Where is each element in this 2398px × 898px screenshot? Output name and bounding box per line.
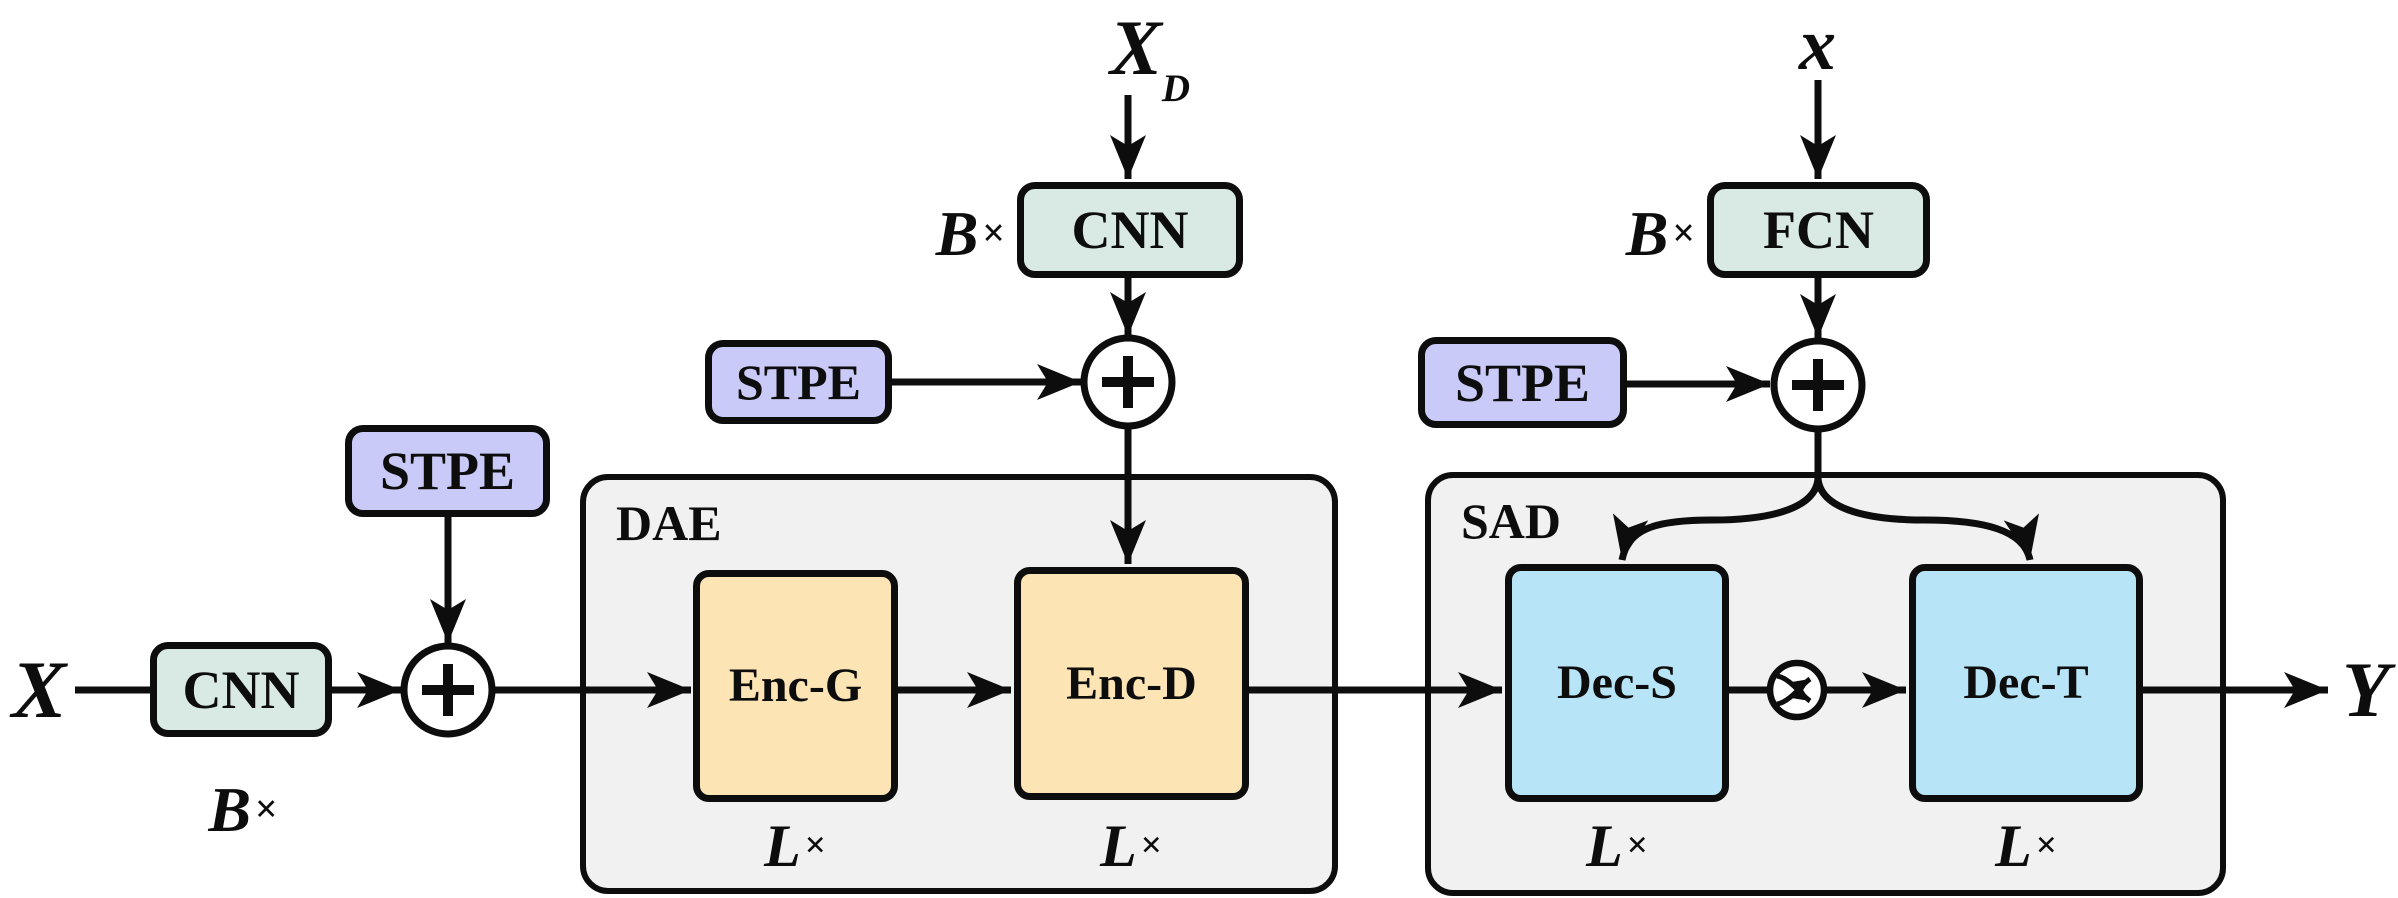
- stpe-block-label: STPE: [1454, 352, 1591, 413]
- stpe-block-middle: STPE: [705, 340, 892, 424]
- input-x-small-label: x: [1799, 4, 1836, 86]
- stpe-block-label: STPE: [735, 354, 862, 410]
- l-multiplier-enc-g: L×: [764, 813, 826, 879]
- cnn-block-label: CNN: [1071, 200, 1189, 260]
- dae-label: DAE: [616, 495, 722, 551]
- l-multiplier-dec-s: L×: [1586, 813, 1648, 879]
- cnn-block-top: CNN: [1017, 182, 1243, 278]
- dec-s-block: Dec-S: [1505, 564, 1729, 802]
- fcn-block: FCN: [1707, 182, 1930, 278]
- b-multiplier-top: B×: [935, 198, 1005, 269]
- dec-t-block: Dec-T: [1909, 564, 2143, 802]
- stpe-block-right: STPE: [1418, 337, 1627, 428]
- fcn-block-label: FCN: [1763, 200, 1874, 260]
- enc-g-label: Enc-G: [728, 659, 863, 712]
- enc-g-block: Enc-G: [693, 570, 898, 802]
- b-multiplier-right: B×: [1625, 198, 1695, 269]
- add-operator-icon: [1770, 337, 1866, 433]
- sad-label: SAD: [1461, 493, 1562, 549]
- enc-d-label: Enc-D: [1066, 656, 1197, 710]
- flow-wires: [75, 80, 2328, 708]
- shuffle-operator-icon: [1766, 659, 1828, 721]
- output-y-label: Y: [2342, 646, 2390, 733]
- cnn-block-label: CNN: [182, 659, 300, 720]
- add-operator-icon: [400, 642, 496, 738]
- stpe-block-left: STPE: [345, 425, 550, 517]
- dec-t-label: Dec-T: [1963, 656, 2089, 709]
- add-operator-icon: [1080, 334, 1176, 430]
- l-multiplier-dec-t: L×: [1995, 813, 2057, 879]
- b-multiplier-bottom: B×: [208, 774, 278, 845]
- stpe-block-label: STPE: [379, 441, 516, 501]
- input-x-label: X: [11, 644, 67, 735]
- cnn-block-bottom: CNN: [150, 642, 332, 737]
- enc-d-block: Enc-D: [1014, 567, 1249, 800]
- l-multiplier-enc-d: L×: [1100, 813, 1162, 879]
- dec-s-label: Dec-S: [1557, 656, 1677, 709]
